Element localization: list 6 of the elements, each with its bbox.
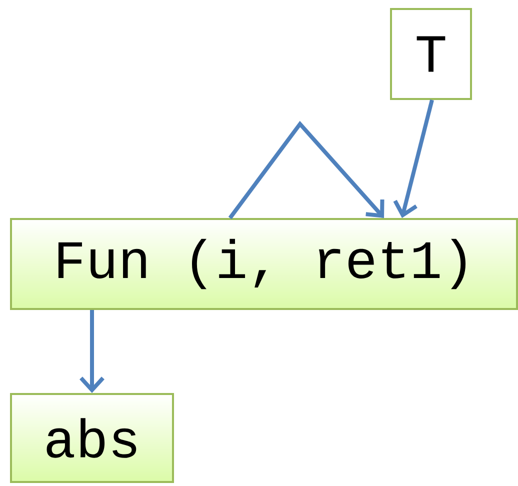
name-box: T — [390, 8, 472, 100]
arrow — [228, 120, 384, 220]
function-box: Fun (i, ret1) — [10, 218, 518, 310]
arrow — [80, 310, 104, 393]
function-box: abs — [10, 393, 174, 483]
arrow — [393, 100, 434, 218]
